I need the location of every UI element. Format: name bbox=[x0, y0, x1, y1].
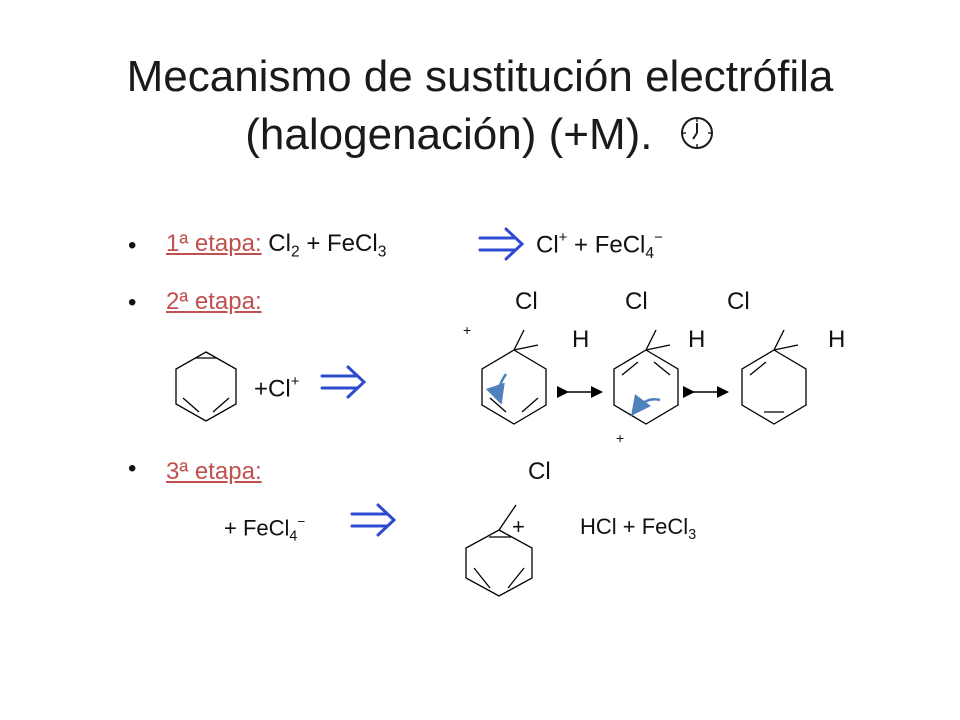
step2-cl-a: Cl bbox=[515, 288, 538, 315]
step2-reagent-charge: + bbox=[290, 374, 300, 390]
step3-minus: − bbox=[297, 514, 306, 529]
chlorobenzene-ring bbox=[465, 504, 533, 597]
bullet: • bbox=[128, 232, 137, 259]
step3-sub3: 3 bbox=[688, 527, 697, 543]
clock-icon bbox=[679, 108, 715, 166]
step3-fecl4: + FeCl bbox=[224, 515, 290, 541]
step2-charge-b: + bbox=[616, 430, 625, 446]
step2-label: 2ª etapa: bbox=[166, 288, 262, 315]
step1-products: Cl+ + FeCl4− bbox=[536, 230, 663, 263]
step2-h-c: H bbox=[828, 326, 846, 353]
sigma-complex-c bbox=[741, 329, 807, 425]
step1-cl: Cl bbox=[268, 230, 291, 257]
double-right-arrow-icon bbox=[320, 365, 367, 399]
curved-arrow-icon bbox=[630, 394, 661, 416]
title-line-1: Mecanismo de sustitución electrófila bbox=[126, 52, 834, 101]
step3-line: 3ª etapa: bbox=[166, 458, 262, 486]
double-right-arrow-icon bbox=[478, 227, 525, 261]
step2-charge-a: + bbox=[463, 322, 472, 338]
step1-sub3: 3 bbox=[377, 243, 387, 261]
step1-line: 1ª etapa: Cl2 + FeCl3 bbox=[166, 230, 386, 261]
step2-h-b: H bbox=[688, 326, 706, 353]
bullet: • bbox=[128, 289, 137, 316]
step3-reagent: + FeCl4− bbox=[224, 514, 305, 545]
benzene-ring bbox=[175, 351, 237, 422]
title-line-2: (halogenación) (+M). bbox=[245, 110, 653, 159]
step3-plus: + bbox=[512, 514, 525, 539]
step3-products: HCl + FeCl3 bbox=[580, 514, 696, 543]
curved-arrow-icon bbox=[485, 373, 508, 405]
step3-cl: Cl bbox=[528, 458, 551, 485]
slide-title: Mecanismo de sustitución electrófila (ha… bbox=[0, 48, 960, 166]
step2-h-a: H bbox=[572, 326, 590, 353]
bullet: • bbox=[128, 455, 137, 482]
step2-cl-b: Cl bbox=[625, 288, 648, 315]
step3-sub4: 4 bbox=[289, 528, 298, 545]
step1-fecl4: + FeCl bbox=[567, 231, 646, 259]
step2-reagent-cl: +Cl bbox=[254, 375, 291, 403]
step1-sub4: 4 bbox=[645, 244, 655, 262]
step1-minus: − bbox=[654, 230, 663, 246]
step3-label: 3ª etapa: bbox=[166, 458, 262, 485]
step3-hcl-fecl3: HCl + FeCl bbox=[580, 514, 689, 539]
double-right-arrow-icon bbox=[350, 503, 397, 537]
step1-cl-cation: Cl bbox=[536, 231, 559, 259]
step1-label: 1ª etapa: bbox=[166, 230, 262, 257]
sigma-complex-a bbox=[481, 329, 547, 425]
step1-plus-charge: + bbox=[558, 230, 568, 246]
step2-reagent: +Cl+ bbox=[254, 374, 299, 403]
step2-line: 2ª etapa: bbox=[166, 288, 262, 316]
step1-fecl3: + FeCl bbox=[299, 230, 378, 257]
step1-sub2: 2 bbox=[290, 243, 300, 261]
step2-cl-c: Cl bbox=[727, 288, 750, 315]
sigma-complex-b bbox=[613, 329, 679, 425]
